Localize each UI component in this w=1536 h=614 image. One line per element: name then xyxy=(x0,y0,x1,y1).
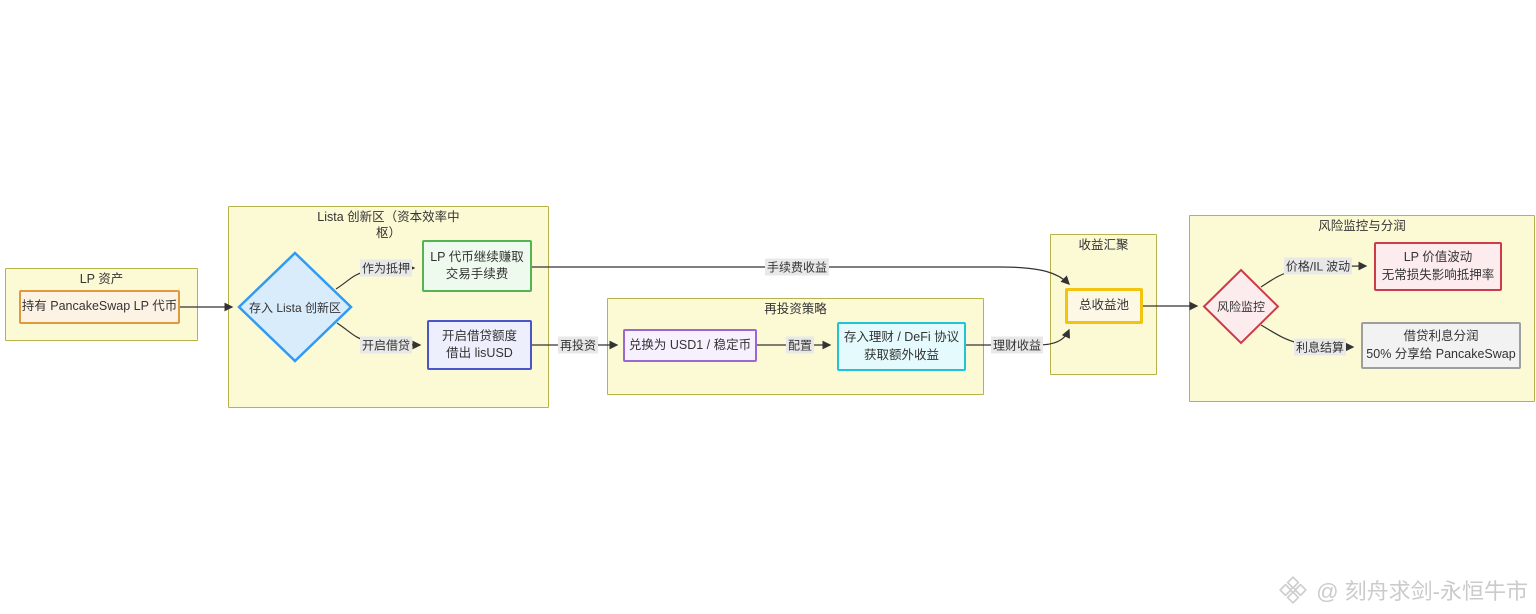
node-interest-share: 借贷利息分润 50% 分享给 PancakeSwap xyxy=(1361,322,1521,369)
edge-label-allocate: 配置 xyxy=(785,336,815,354)
node-interest-share-line1: 借贷利息分润 xyxy=(1403,329,1479,343)
node-defi-deposit-line2: 获取额外收益 xyxy=(863,347,939,362)
group-title-reinvest: 再投资策略 xyxy=(764,302,827,316)
watermark: @ 刻舟求剑-永恒牛市 xyxy=(1278,574,1528,606)
edge-label-open-borrow: 开启借贷 xyxy=(359,336,413,354)
group-title-yield-aggregation: 收益汇聚 xyxy=(1078,238,1129,252)
node-interest-share-line2: 50% 分享给 PancakeSwap xyxy=(1366,346,1516,361)
edge-label-reinvest: 再投资 xyxy=(557,336,599,354)
group-title-lp-assets: LP 资产 xyxy=(79,272,124,286)
edge-label-price-il: 价格/IL 波动 xyxy=(1283,257,1353,275)
node-lp-volatility-line1: LP 价值波动 xyxy=(1403,250,1473,264)
node-open-credit-line1: 开启借贷额度 xyxy=(441,328,517,343)
diamond-shape-blue xyxy=(237,251,353,363)
decision-risk-monitor: 风险监控 xyxy=(1202,268,1280,345)
node-total-pool: 总收益池 xyxy=(1065,288,1143,324)
node-open-credit: 开启借贷额度 借出 lisUSD xyxy=(427,320,532,370)
node-defi-deposit: 存入理财 / DeFi 协议 获取额外收益 xyxy=(837,322,966,371)
group-title-lista-line2: 枢） xyxy=(375,225,401,240)
edge-label-as-collateral: 作为抵押 xyxy=(359,259,413,277)
node-open-credit-line2: 借出 lisUSD xyxy=(446,346,513,360)
node-earn-fees-line1: LP 代币继续赚取 xyxy=(430,249,524,264)
diamond-shape-red xyxy=(1202,268,1280,345)
node-defi-deposit-line1: 存入理财 / DeFi 协议 xyxy=(843,330,960,344)
group-title-risk: 风险监控与分润 xyxy=(1318,219,1406,233)
node-total-pool-label: 总收益池 xyxy=(1078,298,1129,313)
group-title-lista-line1: Lista 创新区（资本效率中 xyxy=(317,210,460,224)
node-lp-volatility: LP 价值波动 无常损失影响抵押率 xyxy=(1374,242,1502,291)
decision-risk-monitor-label: 风险监控 xyxy=(1216,300,1265,314)
edge-label-interest-settlement: 利息结算 xyxy=(1293,338,1347,356)
node-hold-lp-label: 持有 PancakeSwap LP 代币 xyxy=(21,299,178,314)
binance-diamond-icon xyxy=(1279,576,1307,604)
node-swap-usd1: 兑换为 USD1 / 稳定币 xyxy=(623,329,757,362)
decision-deposit-lista-label: 存入 Lista 创新区 xyxy=(248,300,342,315)
node-swap-usd1-label: 兑换为 USD1 / 稳定币 xyxy=(628,337,752,352)
node-earn-fees: LP 代币继续赚取 交易手续费 xyxy=(422,240,532,292)
edge-label-wealth-income: 理财收益 xyxy=(990,336,1044,354)
group-title-lista: Lista 创新区（资本效率中 枢） xyxy=(229,210,548,241)
node-earn-fees-line2: 交易手续费 xyxy=(445,267,509,281)
node-hold-lp: 持有 PancakeSwap LP 代币 xyxy=(19,290,180,324)
node-lp-volatility-line2: 无常损失影响抵押率 xyxy=(1381,267,1495,282)
edge-label-fee-income: 手续费收益 xyxy=(764,258,830,276)
decision-deposit-lista: 存入 Lista 创新区 xyxy=(237,251,353,363)
watermark-text: @ 刻舟求剑-永恒牛市 xyxy=(1316,579,1528,604)
